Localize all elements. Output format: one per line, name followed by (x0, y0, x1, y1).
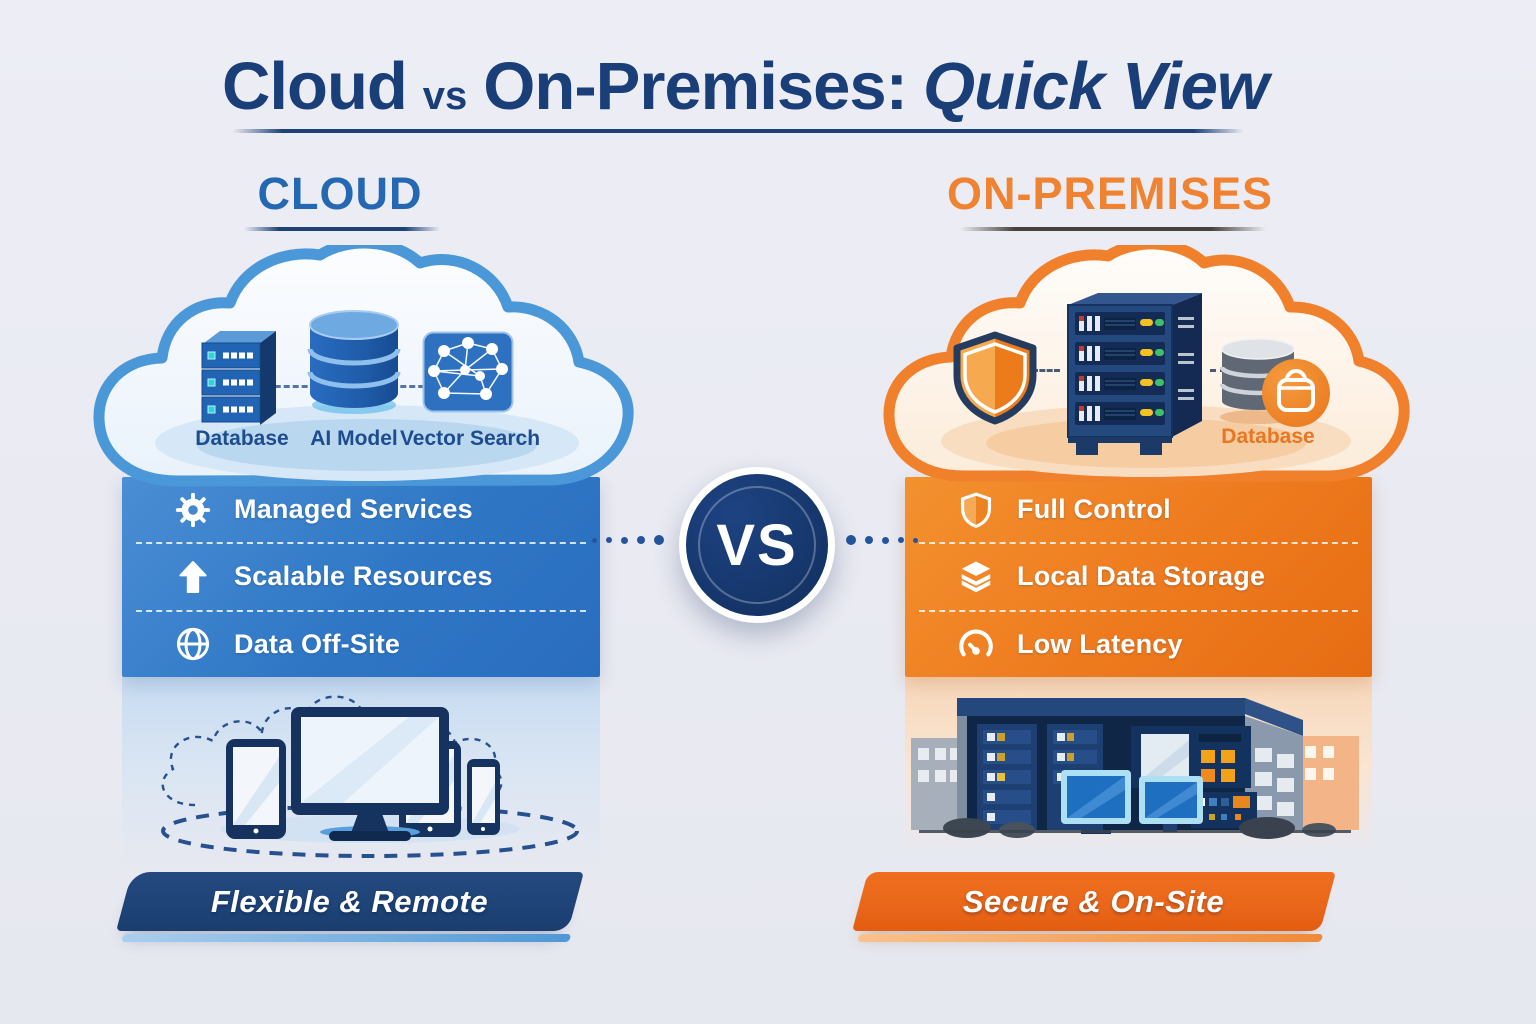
onprem-feature-panel: Full Control Local Data Storage Low Late… (905, 477, 1372, 677)
bushes (943, 817, 1336, 839)
onprem-banner-label: Secure & On-Site (963, 883, 1225, 919)
tablet-left-icon (226, 739, 286, 839)
gear-icon (175, 492, 211, 527)
cloud-feature-label: Scalable Resources (234, 561, 493, 592)
cloud-feature-panel: Managed Services Scalable Resources Data… (122, 477, 600, 677)
onprem-feature-label: Local Data Storage (1017, 561, 1266, 592)
cloud-feature-data-offsite: Data Off-Site (136, 612, 586, 677)
cloud-banner: Flexible & Remote (116, 872, 584, 931)
layers-icon (961, 561, 991, 593)
onprem-feature-label: Low Latency (1017, 628, 1183, 659)
globe-icon (176, 628, 210, 661)
onprem-feature-label: Full Control (1017, 494, 1171, 525)
vs-badge-label: VS (716, 512, 798, 578)
page-title: Cloud vs On-Premises: Quick View (0, 48, 1490, 125)
shield-icon (960, 492, 992, 528)
vs-badge-ring (698, 486, 816, 604)
monitor-icon (291, 707, 449, 841)
cloud-feature-label: Data Off-Site (234, 628, 401, 659)
network-graph-icon (422, 331, 514, 413)
onprem-feature-local-data-storage: Local Data Storage (919, 544, 1358, 612)
server-stack-icon (201, 331, 276, 425)
onprem-feature-low-latency: Low Latency (919, 612, 1358, 677)
cloud-heading: CLOUD (257, 168, 423, 219)
cloud-icon-label-database: Database (195, 427, 289, 450)
arrow-up-icon (179, 560, 207, 593)
cloud-feature-scalable-resources: Scalable Resources (136, 544, 586, 612)
title-word-onprem: On-Premises: (483, 49, 908, 124)
onprem-icon-label-database: Database (1221, 425, 1315, 448)
database-cylinder-icon (307, 310, 401, 414)
cloud-banner-label: Flexible & Remote (211, 883, 489, 919)
gauge-icon (959, 629, 993, 657)
control-monitor-right (1139, 776, 1203, 832)
cloud-icon-label-ai-model: AI Model (310, 427, 398, 450)
phone-icon (467, 759, 500, 835)
cloud-icon-label-vector-search: Vector Search (399, 427, 541, 450)
cloud-feature-managed-services: Managed Services (136, 477, 586, 545)
title-word-cloud: Cloud (222, 49, 408, 124)
storage-badge-icon (1262, 359, 1330, 427)
cloud-feature-label: Managed Services (234, 494, 473, 525)
vs-connector-dots-left (592, 531, 664, 549)
title-underline (232, 129, 1244, 133)
onprem-banner: Secure & On-Site (852, 872, 1336, 931)
title-emphasis: Quick View (922, 49, 1269, 124)
security-shield-icon (953, 331, 1037, 425)
datacenter-building (957, 698, 1303, 834)
title-vs: vs (422, 74, 468, 118)
onprem-icons-connector-line (1032, 369, 1060, 372)
devices-illustration (161, 695, 579, 858)
onprem-heading: ON-PREMISES (946, 168, 1274, 219)
vs-connector-dots-right (846, 531, 918, 549)
building-illustration (911, 698, 1359, 839)
cloud-illustration-right: Database (874, 245, 1414, 493)
cloud-heading-underline (244, 227, 440, 231)
onprem-feature-full-control: Full Control (919, 477, 1358, 545)
server-rack-icon (1067, 293, 1202, 455)
onprem-heading-underline (960, 227, 1266, 231)
cloud-illustration-left: Database AI Model Vector Search (82, 245, 650, 497)
vs-badge: VS (679, 467, 835, 623)
